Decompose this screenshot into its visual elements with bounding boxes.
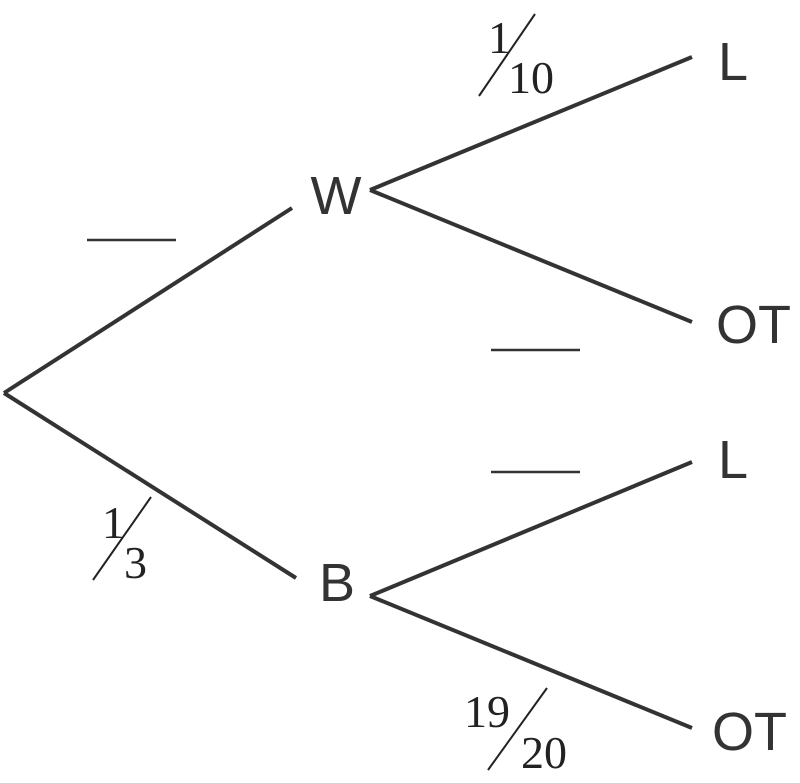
fraction-W-L-numerator: 1 <box>488 12 511 63</box>
branch-W-to-L <box>369 55 693 192</box>
leaf-W-OT-label: OT <box>716 295 791 355</box>
leaf-B-OT-label: OT <box>712 702 787 762</box>
fraction-W-L-slash <box>478 13 536 97</box>
fraction-root-B: 1 3 <box>92 496 152 588</box>
branch-root-to-W <box>2 206 294 395</box>
branch-W-to-OT <box>369 188 693 324</box>
fraction-W-L: 1 10 <box>478 12 554 103</box>
fraction-W-L-denominator: 10 <box>508 52 554 103</box>
branch-B-to-OT <box>369 594 693 730</box>
fraction-B-OT: 19 20 <box>464 686 567 778</box>
fraction-B-OT-slash <box>487 687 548 771</box>
leaf-W-L-label: L <box>718 32 748 92</box>
fraction-root-B-slash <box>92 496 152 581</box>
branch-B-to-L <box>369 460 693 598</box>
branch-root-to-B <box>2 391 298 580</box>
fraction-root-B-denominator: 3 <box>124 537 147 588</box>
fraction-B-OT-numerator: 19 <box>464 686 510 737</box>
node-W-label: W <box>311 166 362 226</box>
fraction-B-OT-denominator: 20 <box>521 727 567 778</box>
leaf-B-L-label: L <box>718 430 748 490</box>
node-B-label: B <box>319 553 355 613</box>
fraction-root-B-numerator: 1 <box>102 497 125 548</box>
